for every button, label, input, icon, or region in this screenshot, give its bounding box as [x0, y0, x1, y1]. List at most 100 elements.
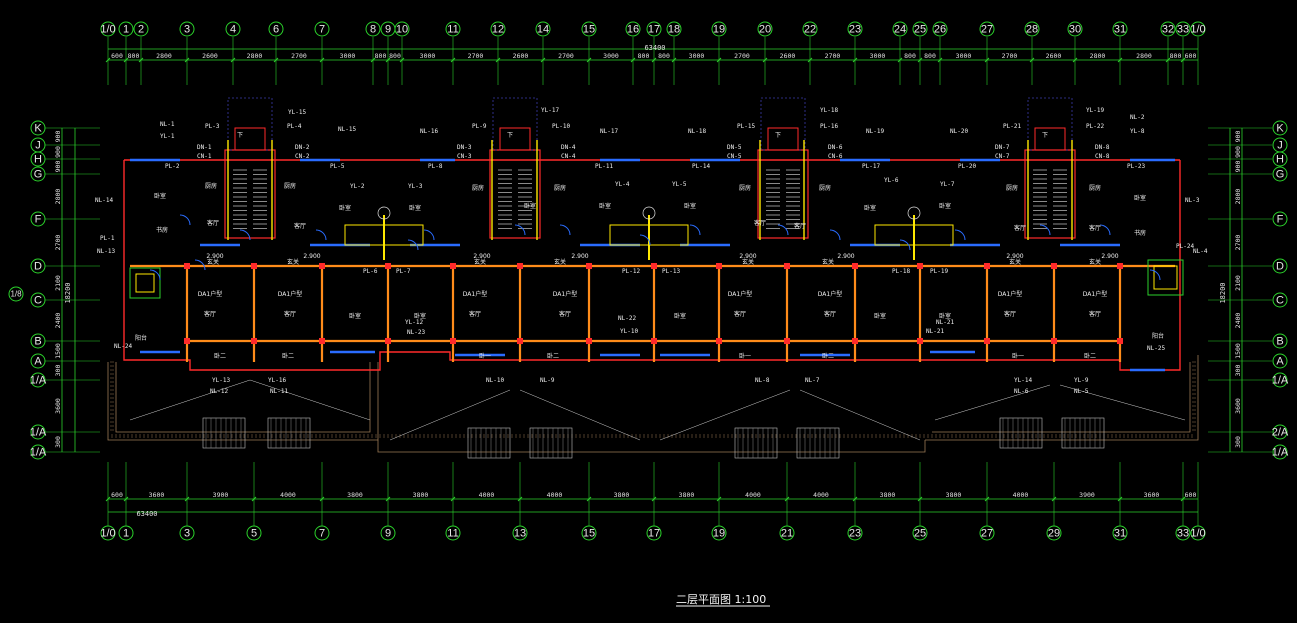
dim-tick: [984, 496, 990, 502]
dim-tick: [450, 496, 456, 502]
left-axis-circle: [30, 333, 46, 349]
unit-room-label: 客厅: [1089, 310, 1101, 318]
pipe-label: DN-2: [295, 144, 310, 151]
top-axis-circle: [581, 21, 597, 37]
left-dim-value: 1500: [54, 343, 62, 359]
door-swing: [1039, 224, 1051, 236]
unit-type-label: DA1户型: [1083, 290, 1107, 298]
pipe-label: DN-7: [995, 144, 1010, 151]
pipe-shaft-inner: [1153, 265, 1178, 290]
top-axis-label: 10: [396, 24, 408, 36]
room-name: 卧一: [1012, 352, 1024, 360]
column: [784, 263, 790, 269]
bottom-dim-value: 3800: [614, 491, 630, 499]
pipe-label: DN-3: [457, 144, 472, 151]
pipe-label: DN-6: [828, 144, 843, 151]
terrace-outline-left: [107, 362, 379, 441]
unit-room-label: 客厅: [284, 310, 296, 318]
top-axis-circle: [490, 21, 506, 37]
bottom-axis-circle: [847, 525, 863, 541]
top-dim-value: 2600: [513, 52, 529, 60]
top-axis-label: 2: [138, 24, 144, 36]
grate-box: [202, 417, 246, 449]
room-name: 卧室: [349, 312, 361, 320]
bottom-axis-label: 9: [385, 528, 391, 540]
pipe-label: NL-7: [805, 377, 820, 384]
column: [251, 263, 257, 269]
left-axis-label: F: [35, 214, 42, 226]
right-axis-circle: [1272, 292, 1288, 308]
room-name: 书房: [156, 226, 168, 234]
overall-dim-right: 18200: [1219, 282, 1227, 303]
top-axis-label: 7: [319, 24, 325, 36]
column: [517, 338, 523, 344]
room-name: 厨房: [739, 184, 751, 192]
elevation-label: 2.900: [1006, 253, 1023, 260]
left-axis-label: 1/A: [30, 447, 47, 459]
room-name: 卧一: [479, 352, 491, 360]
left-dim-value: 900: [54, 146, 62, 158]
right-dim-value: 900: [1234, 161, 1242, 173]
column: [1117, 263, 1123, 269]
pipe-label: PL-2: [165, 163, 180, 170]
right-axis-label: A: [1276, 356, 1284, 368]
pipe-label: NL-8: [755, 377, 770, 384]
top-axis-label: 27: [981, 24, 993, 36]
pipe-label: PL-8: [428, 163, 443, 170]
door-swing: [954, 229, 966, 241]
dim-tick: [1180, 57, 1186, 63]
bottom-axis-circle: [314, 525, 330, 541]
top-dim-value: 800: [375, 52, 387, 60]
top-dim-value: 3000: [420, 52, 436, 60]
right-axis-label: B: [1276, 336, 1283, 348]
top-dim-value: 2700: [468, 52, 484, 60]
top-axis-label: 31: [1114, 24, 1126, 36]
dim-tick: [105, 496, 111, 502]
unit-type-label: DA1户型: [818, 290, 842, 298]
right-axis-circle: [1272, 424, 1288, 440]
stair-head: [767, 127, 799, 151]
left-axis-label: B: [34, 336, 41, 348]
pipe-label: PL-10: [552, 123, 570, 130]
top-axis-label: 1/0: [100, 24, 115, 36]
pipe-label: YL-1: [160, 133, 175, 140]
top-axis-circle: [133, 21, 149, 37]
dim-tick: [630, 57, 636, 63]
top-dim-value: 800: [1170, 52, 1182, 60]
pipe-shaft-inner: [135, 273, 155, 293]
pipe-label: NL-12: [210, 388, 228, 395]
bottom-dim-value: 3900: [1079, 491, 1095, 499]
room-name: 客厅: [1014, 224, 1026, 232]
dim-tick: [984, 57, 990, 63]
grate-box: [529, 427, 573, 459]
right-axis-circle: [1272, 151, 1288, 167]
top-dim-value: 3000: [956, 52, 972, 60]
top-axis-circle: [892, 21, 908, 37]
top-axis-circle: [1175, 21, 1191, 37]
bottom-dim-value: 3600: [1144, 491, 1160, 499]
top-axis-label: 12: [492, 24, 504, 36]
dim-tick: [123, 57, 129, 63]
door-swing: [899, 239, 911, 251]
pipe-label: DN-8: [1095, 144, 1110, 151]
bottom-dim-value: 4000: [280, 491, 296, 499]
bottom-dim-value: 3800: [679, 491, 695, 499]
roof-ridge-line: [799, 389, 921, 441]
top-dim-value: 3000: [870, 52, 886, 60]
room-name: 玄关: [1009, 258, 1021, 266]
bottom-axis-label: 27: [981, 528, 993, 540]
plan-labels: DA1户型客厅DA1户型客厅DA1户型客厅DA1户型客厅DA1户型客厅DA1户型…: [95, 107, 1208, 395]
column: [319, 263, 325, 269]
room-name: 玄关: [554, 258, 566, 266]
bottom-axis-label: 17: [648, 528, 660, 540]
bottom-axis-circle: [581, 525, 597, 541]
room-name: 卧室: [599, 202, 611, 210]
top-axis-label: 22: [804, 24, 816, 36]
grate-box: [467, 427, 511, 459]
pipe-label: NL-15: [338, 126, 356, 133]
dim-tick: [1165, 57, 1171, 63]
dim-tick: [230, 57, 236, 63]
pipe-label: YL-15: [288, 109, 306, 116]
top-axis-label: 1/0: [1190, 24, 1205, 36]
room-name: 下: [237, 132, 243, 139]
